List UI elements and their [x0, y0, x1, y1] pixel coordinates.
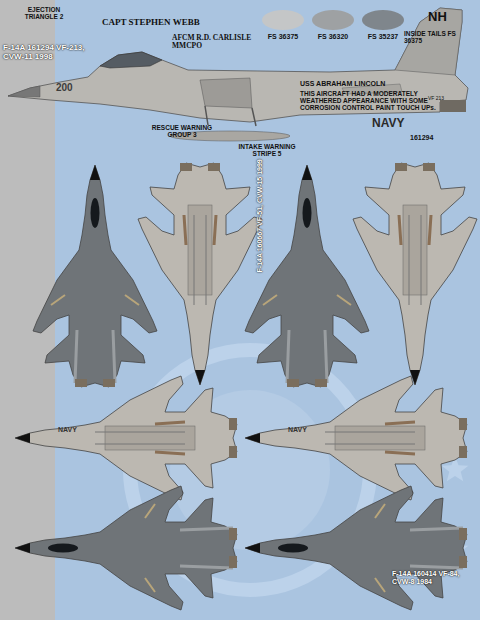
fs-number: FS 36320: [308, 33, 358, 40]
sheet-label: INSIDE TAILS FS 36375: [404, 30, 464, 44]
sheet-label: NAVY: [372, 117, 422, 130]
top-view: [245, 165, 369, 387]
top-view: [15, 486, 237, 610]
sheet-label: NAVY: [58, 426, 98, 434]
fs-number: FS 36375: [258, 33, 308, 40]
sheet-label: EJECTION TRIANGLE 2: [14, 6, 74, 20]
bottom-view: [245, 376, 467, 500]
sheet-label: NAVY: [288, 426, 328, 434]
sheet-label: THIS AIRCRAFT HAD A MODERATELY WEATHERED…: [300, 90, 450, 111]
sheet-label: VF 213: [428, 96, 458, 102]
sheet-label: NH: [428, 10, 468, 24]
side-profile: [8, 8, 468, 141]
bottom-view: [353, 163, 477, 385]
fs-number: FS 35237: [358, 33, 408, 40]
sheet-label: INTAKE WARNING STRIPE 5: [232, 143, 302, 157]
color-chip: [312, 10, 354, 30]
top-view: [245, 486, 467, 610]
color-chip: [262, 10, 304, 30]
sheet-label: CAPT STEPHEN WEBB: [102, 18, 222, 28]
color-chip: [362, 10, 404, 30]
sheet-label: RESCUE WARNING GROUP 3: [142, 124, 222, 138]
bottom-view: [138, 163, 262, 385]
sheet-label: F-14A 161294 VF-213, CVW-11 1998: [3, 44, 98, 62]
top-view: [33, 165, 157, 387]
sheet-label: F-14A 160667 VF-51, CVW-15 1999: [256, 146, 264, 286]
bottom-view: [15, 376, 237, 500]
sheet-label: 161294: [410, 134, 470, 142]
sheet-label: 200: [56, 82, 96, 93]
sheet-label: AFCM R.D. CARLISLE MMCPO: [172, 34, 252, 51]
sheet-label: USS ABRAHAM LINCOLN: [300, 80, 450, 88]
sheet-label: F-14A 160414 VF-84, CVW-8 1984: [392, 570, 477, 585]
